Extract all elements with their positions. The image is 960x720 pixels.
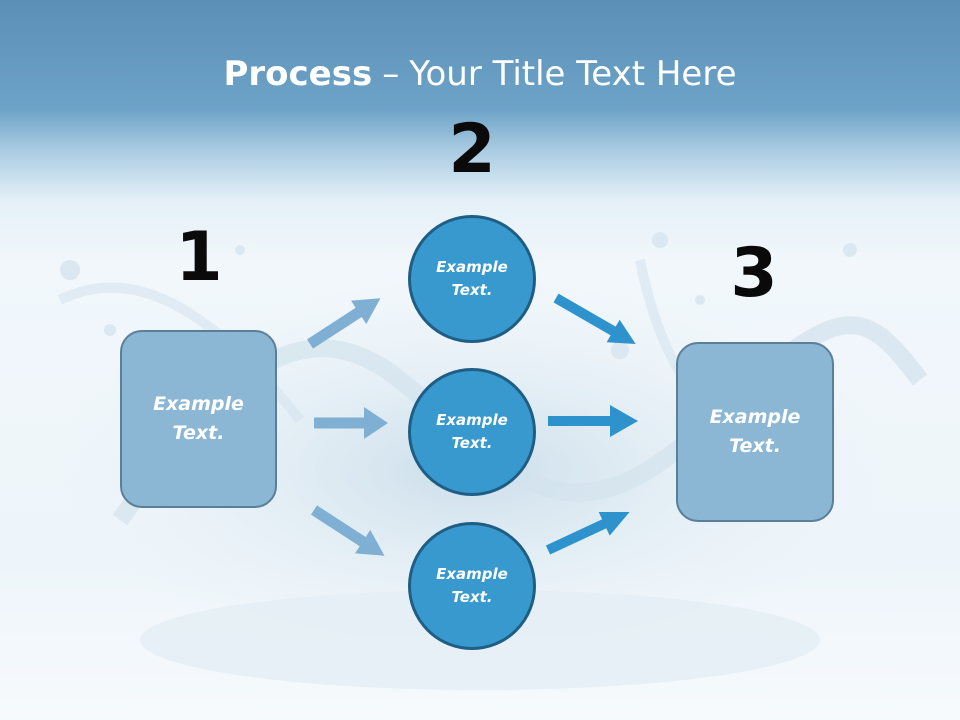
step-number-3: 3: [730, 234, 778, 313]
step-number-1: 1: [175, 218, 223, 297]
arrow-icon-left-bottom: [311, 505, 385, 556]
arrow-icon-left-top: [307, 298, 381, 349]
step-2-circle-top: Example Text.: [408, 215, 536, 343]
title-rest: Your Title Text Here: [409, 54, 737, 94]
step-number-2: 2: [448, 110, 496, 189]
step-2-label-top: Example Text.: [436, 258, 508, 299]
step-1-box: Example Text.: [120, 330, 277, 508]
arrow-icon-left-middle: [314, 407, 388, 439]
step-1-label: Example Text.: [153, 393, 244, 444]
arrow-icon-right-top: [553, 293, 636, 344]
arrow-icon-right-bottom: [545, 511, 630, 555]
step-2-label-middle: Example Text.: [436, 411, 508, 452]
title-bold: Process: [223, 54, 373, 94]
step-2-circle-middle: Example Text.: [408, 368, 536, 496]
step-2-label-bottom: Example Text.: [436, 565, 508, 606]
slide-title: Process–Your Title Text Here: [0, 52, 960, 96]
step-3-label: Example Text.: [709, 406, 801, 457]
title-dash: –: [382, 54, 400, 94]
step-3-box: Example Text.: [676, 342, 834, 522]
step-2-circle-bottom: Example Text.: [408, 522, 536, 650]
arrow-icon-right-middle: [548, 405, 638, 437]
